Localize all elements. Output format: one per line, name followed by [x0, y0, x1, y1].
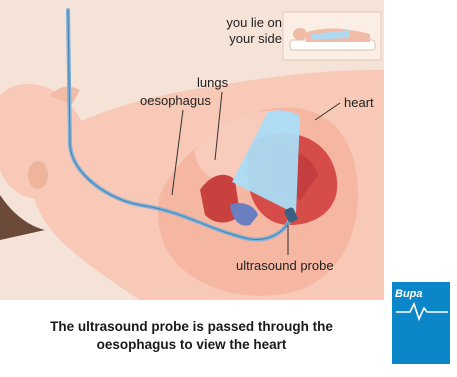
caption-line1: The ultrasound probe is passed through t…	[0, 318, 383, 336]
ear	[28, 161, 48, 189]
caption-line2: oesophagus to view the heart	[0, 336, 383, 354]
inset-head	[293, 28, 307, 40]
heart-label: heart	[344, 96, 374, 109]
caption: The ultrasound probe is passed through t…	[0, 318, 383, 354]
heartbeat-icon	[396, 300, 448, 322]
side-position-line1: you lie on	[222, 15, 282, 31]
inset-text: you lie on your side	[222, 15, 282, 47]
lungs-label: lungs	[197, 76, 228, 89]
probe-label: ultrasound probe	[236, 259, 334, 272]
bupa-logo-text: Bupa	[395, 288, 423, 300]
oesophagus-label: oesophagus	[140, 94, 211, 107]
side-position-line2: your side	[222, 31, 282, 47]
